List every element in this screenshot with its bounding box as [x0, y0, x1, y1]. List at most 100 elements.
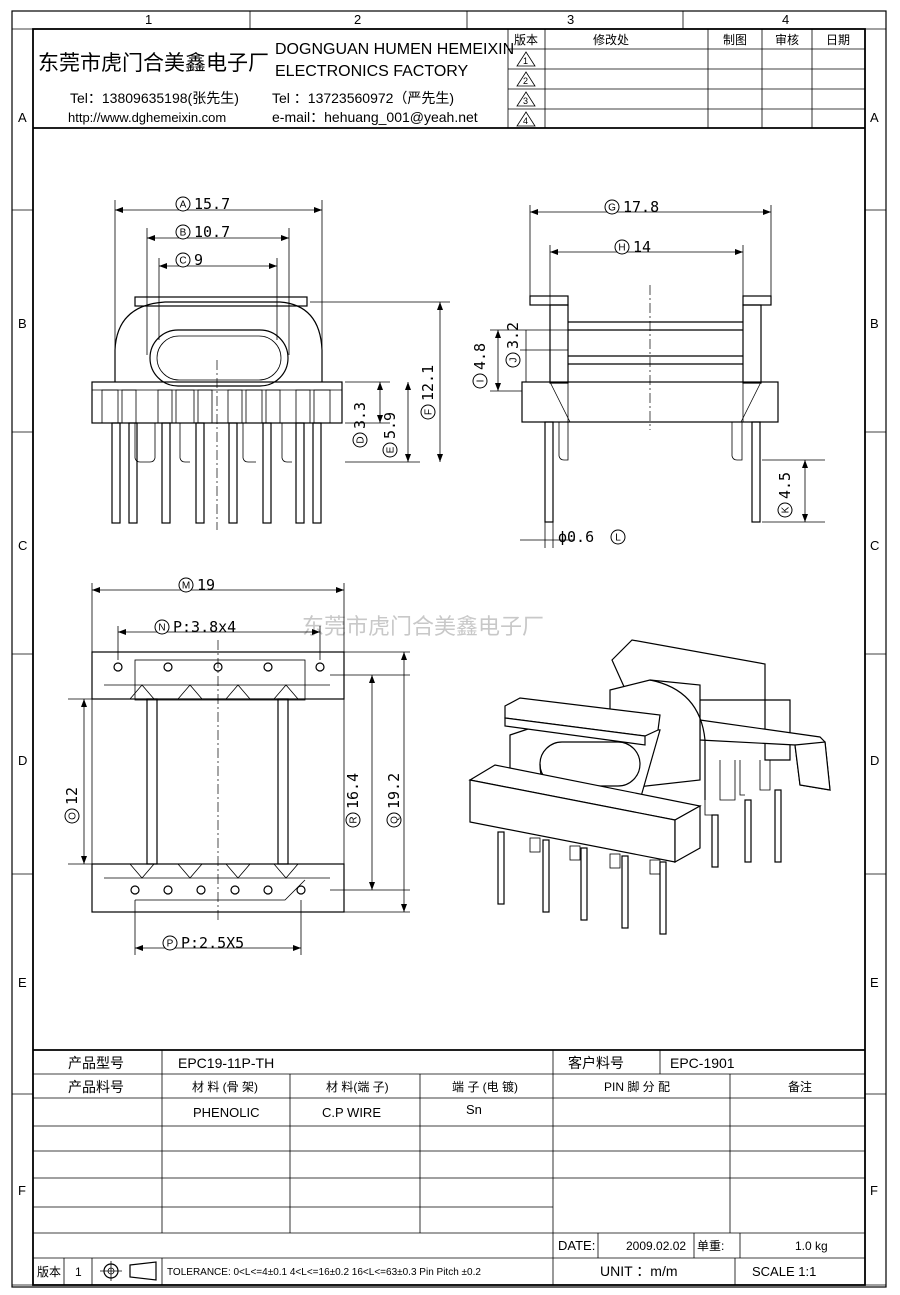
watermark: 东莞市虎门合美鑫电子厂: [302, 614, 544, 639]
dimension-i-value: 4.8: [471, 343, 489, 370]
title-block: 产品型号 EPC19-11P-TH 客户料号 EPC-1901 产品料号 材 料…: [33, 1049, 865, 1285]
label-version: 版本: [37, 1265, 61, 1279]
value-version: 1: [75, 1265, 82, 1279]
grid-row-f-right: F: [870, 1183, 878, 1198]
dimension-i: I 4.8: [471, 343, 489, 389]
dimension-h-value: 14: [633, 238, 651, 256]
col-material-bobbin: 材 料 (骨 架): [192, 1080, 258, 1094]
rev-row-triangles: 1 2 3 4: [516, 51, 536, 127]
dimension-n-circle-icon: [154, 619, 170, 635]
website-link[interactable]: http://www.dghemeixin.com: [68, 110, 226, 125]
dimension-k-value: 4.5: [776, 472, 794, 499]
label-customer-part: 客户料号: [568, 1055, 624, 1071]
dimension-p: P P:2.5X5: [162, 934, 244, 952]
dimension-i-letter: I: [476, 380, 487, 383]
dimension-g-letter: G: [608, 203, 616, 214]
dimension-c-letter: C: [179, 256, 186, 267]
grid-col-2: 2: [354, 12, 361, 27]
rev-header-date: 日期: [826, 33, 850, 47]
dimension-e: E 5.9: [381, 412, 399, 458]
dimension-q: Q19.2: [385, 773, 403, 828]
dimension-d-letter: D: [356, 436, 367, 443]
rev-row-4: 4: [523, 116, 528, 126]
grid-row-c-left: C: [18, 538, 27, 553]
dimension-l-value: ϕ0.6: [558, 528, 594, 546]
dimension-g-value: 17.8: [623, 198, 659, 216]
dimension-f-circle-icon: [420, 404, 436, 420]
dimension-h-letter: H: [618, 243, 625, 254]
dimension-o-letter: O: [68, 812, 79, 820]
col-plating: 端 子 (电 镀): [452, 1080, 518, 1094]
dimension-a: A 15.7: [175, 195, 230, 213]
rev-row-1: 1: [523, 56, 528, 66]
dimension-a-value: 15.7: [194, 195, 230, 213]
value-plating: Sn: [466, 1102, 482, 1117]
dimension-p-letter: P: [167, 939, 174, 950]
grid-row-c-right: C: [870, 538, 879, 553]
grid-column-labels: 1 2 3 4: [145, 12, 789, 27]
dimension-j-circle-icon: [505, 352, 521, 368]
front-view: [91, 296, 343, 530]
dimension-r-letter: R: [349, 816, 360, 823]
header-block: 东莞市虎门合美鑫电子厂 DOGNGUAN HUMEN HEMEIXIN ELEC…: [33, 29, 865, 129]
bottom-view: [91, 640, 345, 920]
value-customer-part: EPC-1901: [670, 1055, 735, 1071]
dimension-e-circle-icon: [382, 442, 398, 458]
rev-row-2: 2: [523, 76, 528, 86]
rev-row-3: 3: [523, 96, 528, 106]
dimension-p-value: P:2.5X5: [181, 934, 244, 952]
isometric-view: [468, 639, 831, 935]
grid-row-e-left: E: [18, 975, 27, 990]
grid-row-e-right: E: [870, 975, 879, 990]
dimension-c-circle-icon: [175, 252, 191, 268]
dimension-j-letter: J: [509, 358, 520, 363]
value-date: 2009.02.02: [626, 1239, 686, 1253]
value-material-bobbin: PHENOLIC: [193, 1105, 259, 1120]
dimension-k: K4.5: [776, 472, 794, 518]
label-date: DATE:: [558, 1238, 595, 1253]
contact-tel-1: Tel：13809635198(张先生): [70, 90, 239, 106]
label-product-model: 产品型号: [68, 1055, 124, 1071]
dimension-m-letter: M: [182, 581, 190, 592]
grid-col-4: 4: [782, 12, 789, 27]
dimension-h-circle-icon: [614, 239, 630, 255]
dimension-d-circle-icon: [352, 432, 368, 448]
contact-email[interactable]: e-mail：hehuang_001@yeah.net: [272, 109, 478, 125]
company-name-cn: 东莞市虎门合美鑫电子厂: [38, 52, 269, 75]
dimension-e-value: 5.9: [381, 412, 399, 439]
bottom-view-dimensions: [68, 583, 410, 955]
grid-row-d-right: D: [870, 753, 879, 768]
dimension-n-letter: N: [158, 623, 165, 634]
grid-row-labels: A B C D E F A B C D E F: [18, 110, 879, 1198]
front-view-dimensions: [114, 200, 450, 463]
grid-col-3: 3: [567, 12, 574, 27]
dimension-b-circle-icon: [175, 224, 191, 240]
dimension-d: D 3.3: [351, 402, 369, 448]
value-weight: 1.0 kg: [795, 1239, 828, 1253]
dimension-f-letter: F: [424, 409, 435, 415]
dimension-i-circle-icon: [472, 373, 488, 389]
dimension-a-letter: A: [180, 200, 187, 211]
rev-header-drawn: 制图: [723, 33, 747, 47]
dimension-c-value: 9: [194, 251, 203, 269]
dimension-m-value: 19: [197, 576, 215, 594]
dimension-q-circle-icon: [386, 812, 402, 828]
value-material-pin: C.P WIRE: [322, 1105, 381, 1120]
projection-symbol-icon: [100, 1261, 157, 1281]
value-product-model: EPC19-11P-TH: [178, 1055, 274, 1071]
dimension-f: F12.1: [419, 365, 437, 420]
dimension-k-circle-icon: [777, 502, 793, 518]
dimension-h: H 14: [614, 238, 651, 256]
dimension-e-letter: E: [386, 446, 397, 453]
label-product-part: 产品料号: [68, 1079, 124, 1095]
dimension-d-value: 3.3: [351, 402, 369, 429]
value-unit: UNIT ：m/m: [600, 1263, 678, 1279]
company-name-en-line1: DOGNGUAN HUMEN HEMEIXIN: [275, 41, 514, 58]
grid-row-a-left: A: [18, 110, 27, 125]
company-name-en-line2: ELECTRONICS FACTORY: [275, 63, 469, 80]
dimension-o: O12: [63, 787, 81, 824]
dimension-b-letter: B: [180, 228, 187, 239]
